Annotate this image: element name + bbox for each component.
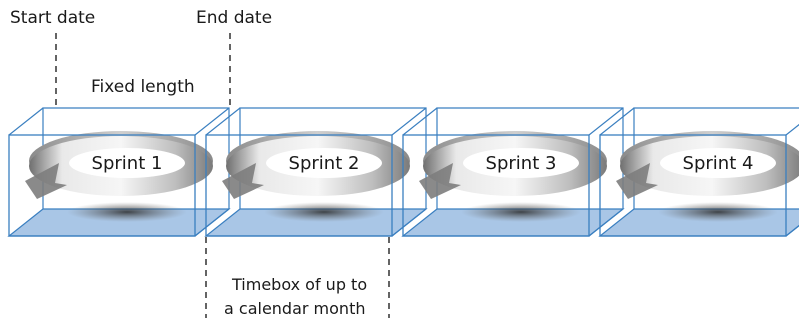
sprint-box-front: [599, 134, 787, 237]
sprint-label: Sprint 4: [683, 153, 754, 174]
sprint-box: Sprint 4: [598, 107, 799, 237]
timebox-label-line2: a calendar month: [224, 299, 365, 318]
cycle-arrow-head-icon: [616, 163, 658, 199]
sprint-box-front: [8, 134, 196, 237]
sprint-box-front: [402, 134, 590, 237]
sprint-label: Sprint 3: [486, 153, 557, 174]
sprint-box-front: [205, 134, 393, 237]
sprint-ring-hole: [660, 148, 776, 178]
fixed-length-label: Fixed length: [91, 77, 195, 97]
end-date-label: End date: [196, 8, 272, 28]
sprint-label: Sprint 1: [92, 153, 163, 174]
timebox-label-line1: Timebox of up to: [231, 275, 367, 294]
sprint-shadow: [67, 202, 187, 222]
sprint-ring-hole: [463, 148, 579, 178]
sprint-box: Sprint 2: [204, 107, 428, 237]
sprint-shadow: [264, 202, 384, 222]
cycle-arrow-head-icon: [222, 163, 264, 199]
sprint-label: Sprint 2: [289, 153, 360, 174]
sprint-ring-hole: [69, 148, 185, 178]
start-date-label: Start date: [10, 8, 95, 28]
sprints-group: Sprint 1 Sprint 2 Sprint 3 Sprint 4: [7, 107, 799, 237]
sprint-ring-hole: [266, 148, 382, 178]
sprint-shadow: [658, 202, 778, 222]
sprint-box: Sprint 3: [401, 107, 625, 237]
sprint-box: Sprint 1: [7, 107, 231, 237]
sprint-shadow: [461, 202, 581, 222]
cycle-arrow-head-icon: [25, 163, 67, 199]
cycle-arrow-head-icon: [419, 163, 461, 199]
